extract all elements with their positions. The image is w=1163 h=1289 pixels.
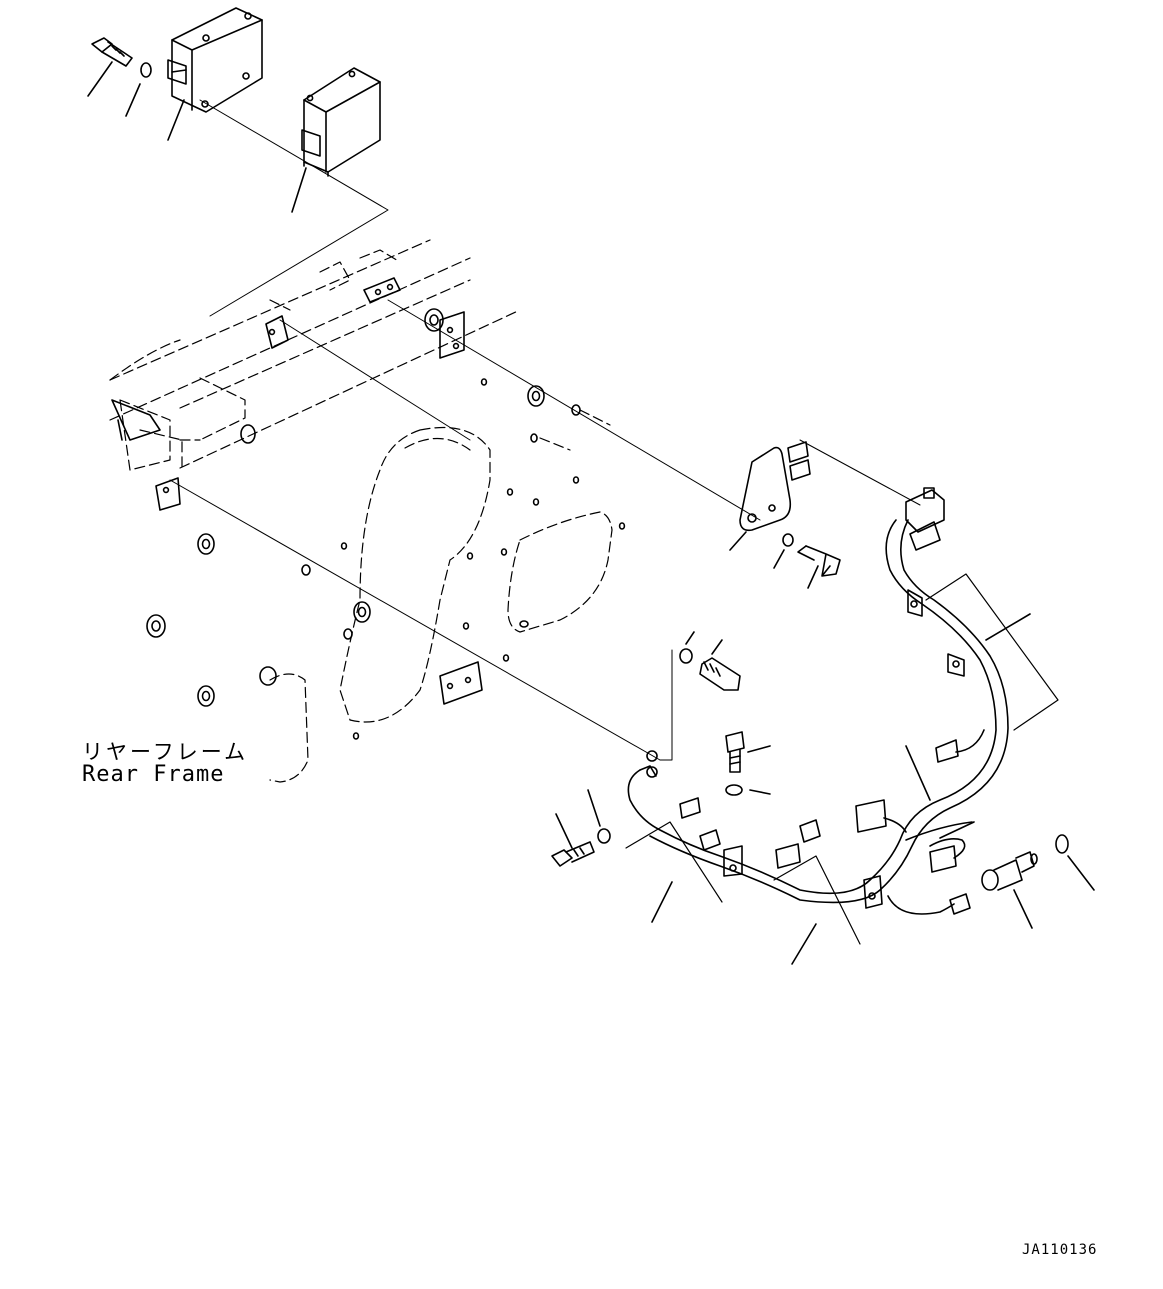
bolt-mid xyxy=(797,545,841,577)
bolt-center-upper xyxy=(685,631,741,691)
rear-frame xyxy=(109,239,613,783)
washer-mid xyxy=(782,533,794,547)
bolt-center-lower xyxy=(725,731,771,773)
leader-lines-lower-left xyxy=(555,789,601,849)
washer-center-upper xyxy=(679,648,693,664)
o-ring xyxy=(1055,834,1069,854)
leader-lines-mid xyxy=(773,549,819,589)
drawing-id: JA110136 xyxy=(1022,1242,1098,1258)
projection-lines xyxy=(169,99,921,761)
rear-frame-label-jp: リヤーフレーム xyxy=(82,740,249,764)
rear-frame-label-en: Rear Frame xyxy=(82,762,225,787)
washer-lower-left xyxy=(597,828,611,844)
bracket xyxy=(729,441,811,551)
leader-lines-harness xyxy=(651,613,1031,965)
frame-details xyxy=(111,277,626,740)
o-ring-leader xyxy=(1067,855,1095,891)
wire-harness xyxy=(625,487,1059,945)
leader-lines-upper xyxy=(87,61,307,213)
bolt-lower-left xyxy=(551,841,595,867)
washer-center xyxy=(725,784,743,796)
controller-box-lower xyxy=(301,67,381,177)
bolt-upper-left xyxy=(91,37,133,67)
controller-box-upper xyxy=(167,7,263,113)
washer-center-leader xyxy=(749,789,771,795)
sensor xyxy=(981,851,1038,929)
washer-upper xyxy=(140,62,152,78)
